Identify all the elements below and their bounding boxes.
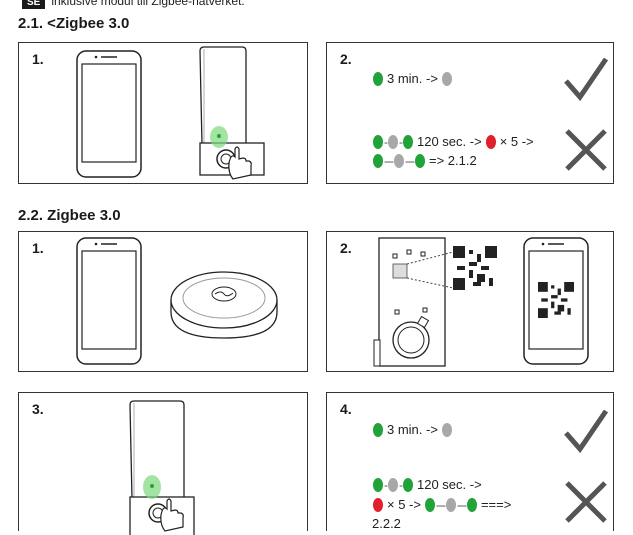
led-green-icon xyxy=(373,134,383,149)
led-red-icon xyxy=(373,497,383,512)
hand-press-icon xyxy=(160,498,184,532)
led-grey-icon xyxy=(441,71,452,86)
cross-icon xyxy=(565,481,607,523)
step-number: 4. xyxy=(340,401,352,417)
led-green-icon xyxy=(373,422,383,437)
led-grey-icon xyxy=(441,422,452,437)
fail-sequence-line-1: -- 120 sec. -> × 5 -> xyxy=(372,134,537,149)
success-text: 3 min. -> xyxy=(387,71,438,86)
section-title-2-2: 2.2. Zigbee 3.0 xyxy=(18,207,121,224)
panel-2-2-step-3: 3. xyxy=(18,392,308,535)
checkmark-icon xyxy=(564,57,609,102)
step-number: 2. xyxy=(340,240,352,256)
led-grey-icon xyxy=(445,497,456,512)
led-green-icon xyxy=(424,497,435,512)
intro-line: SE inklusive modul till Zigbee-nätverket. xyxy=(22,0,245,9)
hand-press-icon xyxy=(228,146,252,180)
fail-text-2: × 5 -> xyxy=(499,134,534,149)
fail-text-3: => 2.1.2 xyxy=(429,153,477,168)
step-number: 1. xyxy=(32,51,44,67)
panel-2-2-step-2: 2. xyxy=(326,231,614,372)
step-number: 1. xyxy=(32,240,44,256)
led-green-icon xyxy=(466,497,477,512)
checkmark-icon xyxy=(564,409,609,454)
qr-code-icon xyxy=(538,282,574,318)
success-sequence: 3 min. -> xyxy=(372,422,453,437)
led-grey-icon xyxy=(388,477,398,492)
phone-icon xyxy=(523,237,589,365)
fail-text-1: 120 sec. -> xyxy=(417,134,482,149)
fail-sequence-line-2: × 5 -> ------ ===> xyxy=(372,497,514,512)
fail-text-2: × 5 -> xyxy=(387,497,421,512)
intro-text: inklusive modul till Zigbee-nätverket. xyxy=(51,0,245,8)
led-grey-icon xyxy=(394,153,404,168)
fail-text-4: 2.2.2 xyxy=(372,516,401,531)
fail-sequence-line-1: -- 120 sec. -> xyxy=(372,477,485,492)
led-green-icon xyxy=(403,477,413,492)
led-green-icon xyxy=(373,477,383,492)
fail-sequence-line-3: 2.2.2 xyxy=(372,516,401,531)
success-sequence: 3 min. -> xyxy=(372,71,453,86)
section-title-2-1: 2.1. <Zigbee 3.0 xyxy=(18,15,130,32)
panel-2-2-step-4: 4. 3 min. -> -- 120 sec. -> × 5 -> -----… xyxy=(326,392,614,531)
led-grey-icon xyxy=(388,134,398,149)
thermostat-device-icon xyxy=(199,46,265,176)
panel-2-1-step-1: 1. xyxy=(18,42,308,184)
step-number: 3. xyxy=(32,401,44,417)
cross-icon xyxy=(565,129,607,171)
phone-icon xyxy=(76,50,142,178)
dotted-callout xyxy=(406,251,454,289)
panel-2-2-step-1: 1. xyxy=(18,231,308,372)
qr-code-icon xyxy=(453,246,497,290)
fail-text-3: ===> xyxy=(480,497,512,512)
led-green-icon xyxy=(373,153,383,168)
success-text: 3 min. -> xyxy=(387,422,438,437)
led-green-icon xyxy=(373,71,383,86)
fail-sequence-line-2: ------ => 2.1.2 xyxy=(372,153,480,168)
led-green-icon xyxy=(415,153,425,168)
led-green-icon xyxy=(403,134,413,149)
thermostat-back-icon xyxy=(373,237,446,367)
language-badge: SE xyxy=(22,0,46,9)
phone-icon xyxy=(76,237,142,365)
led-red-icon xyxy=(485,134,496,149)
gateway-hub-icon xyxy=(170,271,278,339)
fail-text-1: 120 sec. -> xyxy=(417,477,482,492)
step-number: 2. xyxy=(340,51,352,67)
panel-2-1-step-2: 2. 3 min. -> -- 120 sec. -> × 5 -> -----… xyxy=(326,42,614,184)
